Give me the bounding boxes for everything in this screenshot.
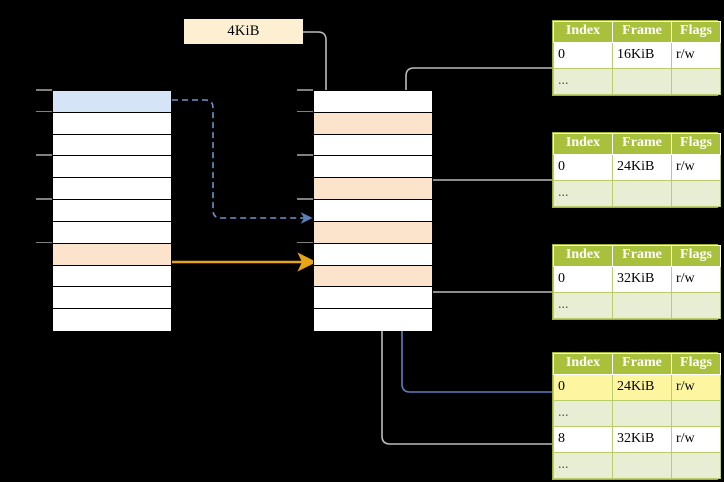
memory-row <box>53 265 171 288</box>
physical-memory-column <box>313 90 433 331</box>
memory-row <box>53 221 171 244</box>
wire-table2-to-frame <box>414 179 552 222</box>
memory-row <box>53 156 171 179</box>
row-tick-mark <box>297 241 313 244</box>
table-row[interactable]: ... <box>553 451 721 479</box>
page-size-text: 4KiB <box>227 23 260 39</box>
memory-row <box>314 265 432 288</box>
memory-row <box>314 200 432 222</box>
cell-frame: 24KiB <box>612 153 672 181</box>
column-header-flags: Flags <box>671 353 721 375</box>
column-header-frame: Frame <box>612 353 672 375</box>
cell-flags: r/w <box>671 265 721 293</box>
memory-row <box>314 309 432 331</box>
cell-index: ... <box>553 399 613 427</box>
memory-row <box>314 243 432 266</box>
cell-flags: r/w <box>671 153 721 181</box>
column-header-frame: Frame <box>612 21 672 43</box>
row-tick-mark <box>36 241 52 244</box>
cell-frame <box>612 179 672 207</box>
memory-row <box>53 91 171 113</box>
table-row[interactable]: ... <box>553 67 721 95</box>
cell-flags <box>671 67 721 95</box>
cell-index: ... <box>553 451 613 479</box>
cell-frame <box>612 291 672 319</box>
table-row[interactable]: ... <box>553 291 721 319</box>
row-tick-mark <box>36 198 52 200</box>
memory-row <box>53 178 171 201</box>
column-header-flags: Flags <box>671 245 721 267</box>
memory-row <box>53 287 171 310</box>
table-row[interactable]: ... <box>553 399 721 427</box>
cell-frame: 24KiB <box>612 373 672 401</box>
cell-index: 0 <box>553 373 613 401</box>
cell-index: 0 <box>553 153 613 181</box>
memory-row <box>314 156 432 179</box>
cell-flags <box>671 291 721 319</box>
cell-frame <box>612 67 672 95</box>
cell-flags: r/w <box>671 373 721 401</box>
page-size-label: 4KiB <box>184 19 303 44</box>
virtual-address-column <box>52 90 172 331</box>
memory-row <box>314 134 432 157</box>
memory-row <box>314 178 432 201</box>
row-tick-mark <box>297 198 313 200</box>
cell-flags <box>671 179 721 207</box>
memory-row <box>314 112 432 135</box>
wire-table3-to-frame <box>414 264 552 293</box>
cell-frame <box>612 399 672 427</box>
column-header-frame: Frame <box>612 133 672 155</box>
row-tick-mark <box>36 154 52 157</box>
memory-row <box>53 134 171 157</box>
cell-index: 0 <box>553 265 613 293</box>
column-header-index: Index <box>553 133 613 155</box>
column-header-frame: Frame <box>612 245 672 267</box>
memory-row <box>53 112 171 135</box>
row-tick-mark <box>297 154 313 157</box>
memory-row <box>314 91 432 113</box>
row-tick-mark <box>297 110 313 113</box>
cell-index: 8 <box>553 425 613 453</box>
cell-frame: 32KiB <box>612 425 672 453</box>
memory-row <box>53 309 171 331</box>
column-header-index: Index <box>553 21 613 43</box>
cell-frame <box>612 451 672 479</box>
memory-row <box>314 287 432 310</box>
memory-row <box>53 243 171 266</box>
cell-frame: 32KiB <box>612 265 672 293</box>
cell-index: 0 <box>553 41 613 69</box>
cell-flags <box>671 451 721 479</box>
memory-row <box>314 221 432 244</box>
cell-frame: 16KiB <box>612 41 672 69</box>
cell-index: ... <box>553 67 613 95</box>
cell-index: ... <box>553 291 613 319</box>
column-header-index: Index <box>553 245 613 267</box>
cell-flags <box>671 399 721 427</box>
cell-flags: r/w <box>671 425 721 453</box>
column-header-flags: Flags <box>671 133 721 155</box>
memory-row <box>53 200 171 222</box>
table-row[interactable]: ... <box>553 179 721 207</box>
column-header-flags: Flags <box>671 21 721 43</box>
row-tick-mark <box>36 89 52 91</box>
row-tick-mark <box>36 110 52 113</box>
column-header-index: Index <box>553 353 613 375</box>
cell-flags: r/w <box>671 41 721 69</box>
row-tick-mark <box>297 89 313 91</box>
wire-vaddr-dashed <box>172 99 313 224</box>
cell-index: ... <box>553 179 613 207</box>
